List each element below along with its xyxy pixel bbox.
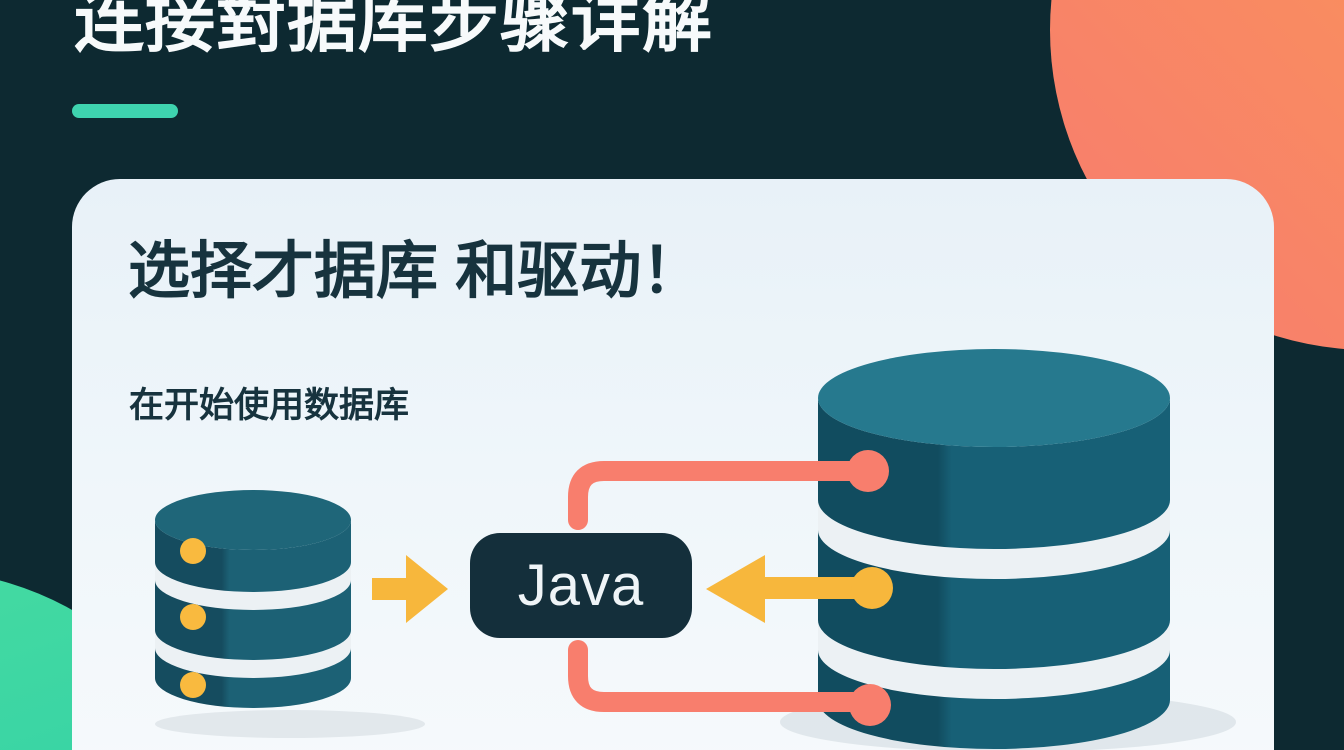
page-title: 连接對据库步骤详解 xyxy=(74,0,713,60)
java-badge: Java xyxy=(470,533,692,638)
java-label: Java xyxy=(517,553,645,618)
content-card: 选择才据库 和驱动！ 在开始使用数据库 xyxy=(72,179,1274,750)
card-subheading: 在开始使用数据库 xyxy=(129,386,410,425)
card-heading: 选择才据库 和驱动！ xyxy=(128,237,704,306)
title-underline xyxy=(72,104,178,118)
